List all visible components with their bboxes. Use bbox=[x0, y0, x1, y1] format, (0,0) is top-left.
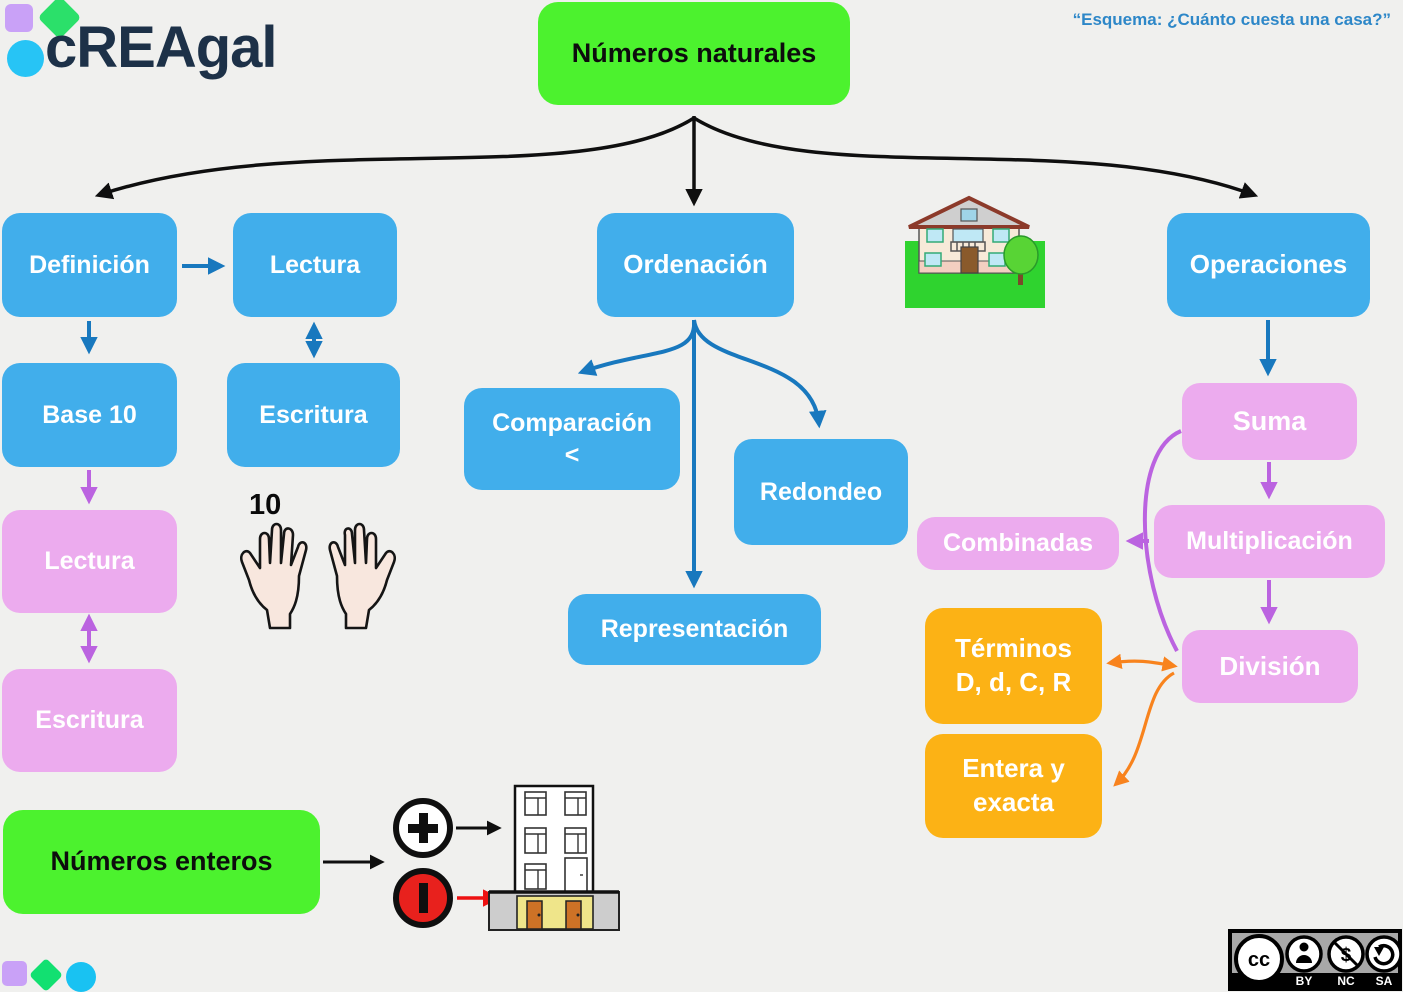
node-definicion: Definición bbox=[2, 213, 177, 317]
node-label: Definición bbox=[29, 250, 150, 279]
ten-label: 10 bbox=[249, 489, 282, 521]
node-label: Suma bbox=[1232, 405, 1307, 436]
node-escritura-rosa: Escritura bbox=[2, 669, 177, 772]
logo-wordmark: cREAgal bbox=[45, 15, 278, 80]
logo-purple-square-icon bbox=[5, 4, 33, 32]
node-label: Combinadas bbox=[942, 529, 1094, 558]
node-representacion: Representación bbox=[568, 594, 821, 665]
node-comparacion: Comparación < bbox=[464, 388, 680, 490]
minus-icon bbox=[393, 868, 453, 928]
node-label: Base 10 bbox=[42, 400, 137, 429]
node-lectura-rosa: Lectura bbox=[2, 510, 177, 613]
node-suma: Suma bbox=[1182, 383, 1357, 460]
node-escritura-azul: Escritura bbox=[227, 363, 400, 467]
node-entera-exacta: Entera y exacta bbox=[925, 734, 1102, 838]
building-image bbox=[488, 784, 620, 932]
plus-icon bbox=[393, 798, 453, 858]
node-ordenacion: Ordenación bbox=[597, 213, 794, 317]
node-multiplicacion: Multiplicación bbox=[1154, 505, 1385, 578]
footer-purple-square-icon bbox=[2, 961, 27, 986]
svg-text:cc: cc bbox=[1248, 949, 1270, 971]
node-label: Escritura bbox=[35, 706, 144, 735]
node-label: Números enteros bbox=[50, 846, 273, 877]
node-label: Términos bbox=[954, 633, 1073, 664]
license-sa-label: SA bbox=[1376, 974, 1393, 988]
node-label: Lectura bbox=[269, 250, 361, 279]
node-label: Entera y bbox=[962, 753, 1065, 784]
node-label: División bbox=[1219, 650, 1321, 681]
node-base-10: Base 10 bbox=[2, 363, 177, 467]
node-division: División bbox=[1182, 630, 1358, 703]
node-redondeo: Redondeo bbox=[734, 439, 908, 545]
scheme-title-quote: “Esquema: ¿Cuánto cuesta una casa?” bbox=[1072, 10, 1391, 29]
footer-green-diamond-icon bbox=[29, 958, 63, 992]
sa-share-alike-icon bbox=[1365, 935, 1403, 973]
cc-license-badge: cc $ BY NC SA bbox=[1228, 929, 1403, 991]
node-label: Escritura bbox=[259, 400, 368, 429]
house-image bbox=[905, 195, 1045, 308]
node-label: Representación bbox=[600, 615, 789, 644]
less-than-symbol: < bbox=[564, 441, 580, 469]
node-label: Comparación bbox=[492, 408, 652, 437]
cc-icon: cc bbox=[1234, 934, 1284, 984]
node-numeros-enteros: Números enteros bbox=[3, 810, 320, 914]
node-label-line2: exacta bbox=[973, 787, 1054, 817]
nc-no-dollar-icon: $ bbox=[1327, 935, 1365, 973]
node-label: Multiplicación bbox=[1186, 527, 1353, 556]
node-numeros-naturales: Números naturales bbox=[538, 2, 850, 105]
node-combinadas: Combinadas bbox=[917, 517, 1119, 570]
node-label: Ordenación bbox=[623, 249, 768, 280]
node-label: Operaciones bbox=[1189, 249, 1348, 280]
license-by-label: BY bbox=[1296, 974, 1313, 988]
node-label: Números naturales bbox=[571, 37, 817, 68]
ten-fingers-hands-image bbox=[240, 518, 396, 630]
node-lectura-azul: Lectura bbox=[233, 213, 397, 317]
logo-cyan-circle-icon bbox=[7, 40, 44, 77]
footer-cyan-circle-icon bbox=[66, 962, 96, 992]
node-label: Redondeo bbox=[759, 477, 883, 506]
node-terminos: Términos D, d, C, R bbox=[925, 608, 1102, 724]
by-person-icon bbox=[1285, 935, 1323, 973]
license-nc-label: NC bbox=[1337, 974, 1355, 988]
node-label-line2: D, d, C, R bbox=[955, 667, 1072, 697]
node-label: Lectura bbox=[44, 547, 135, 576]
node-operaciones: Operaciones bbox=[1167, 213, 1370, 317]
